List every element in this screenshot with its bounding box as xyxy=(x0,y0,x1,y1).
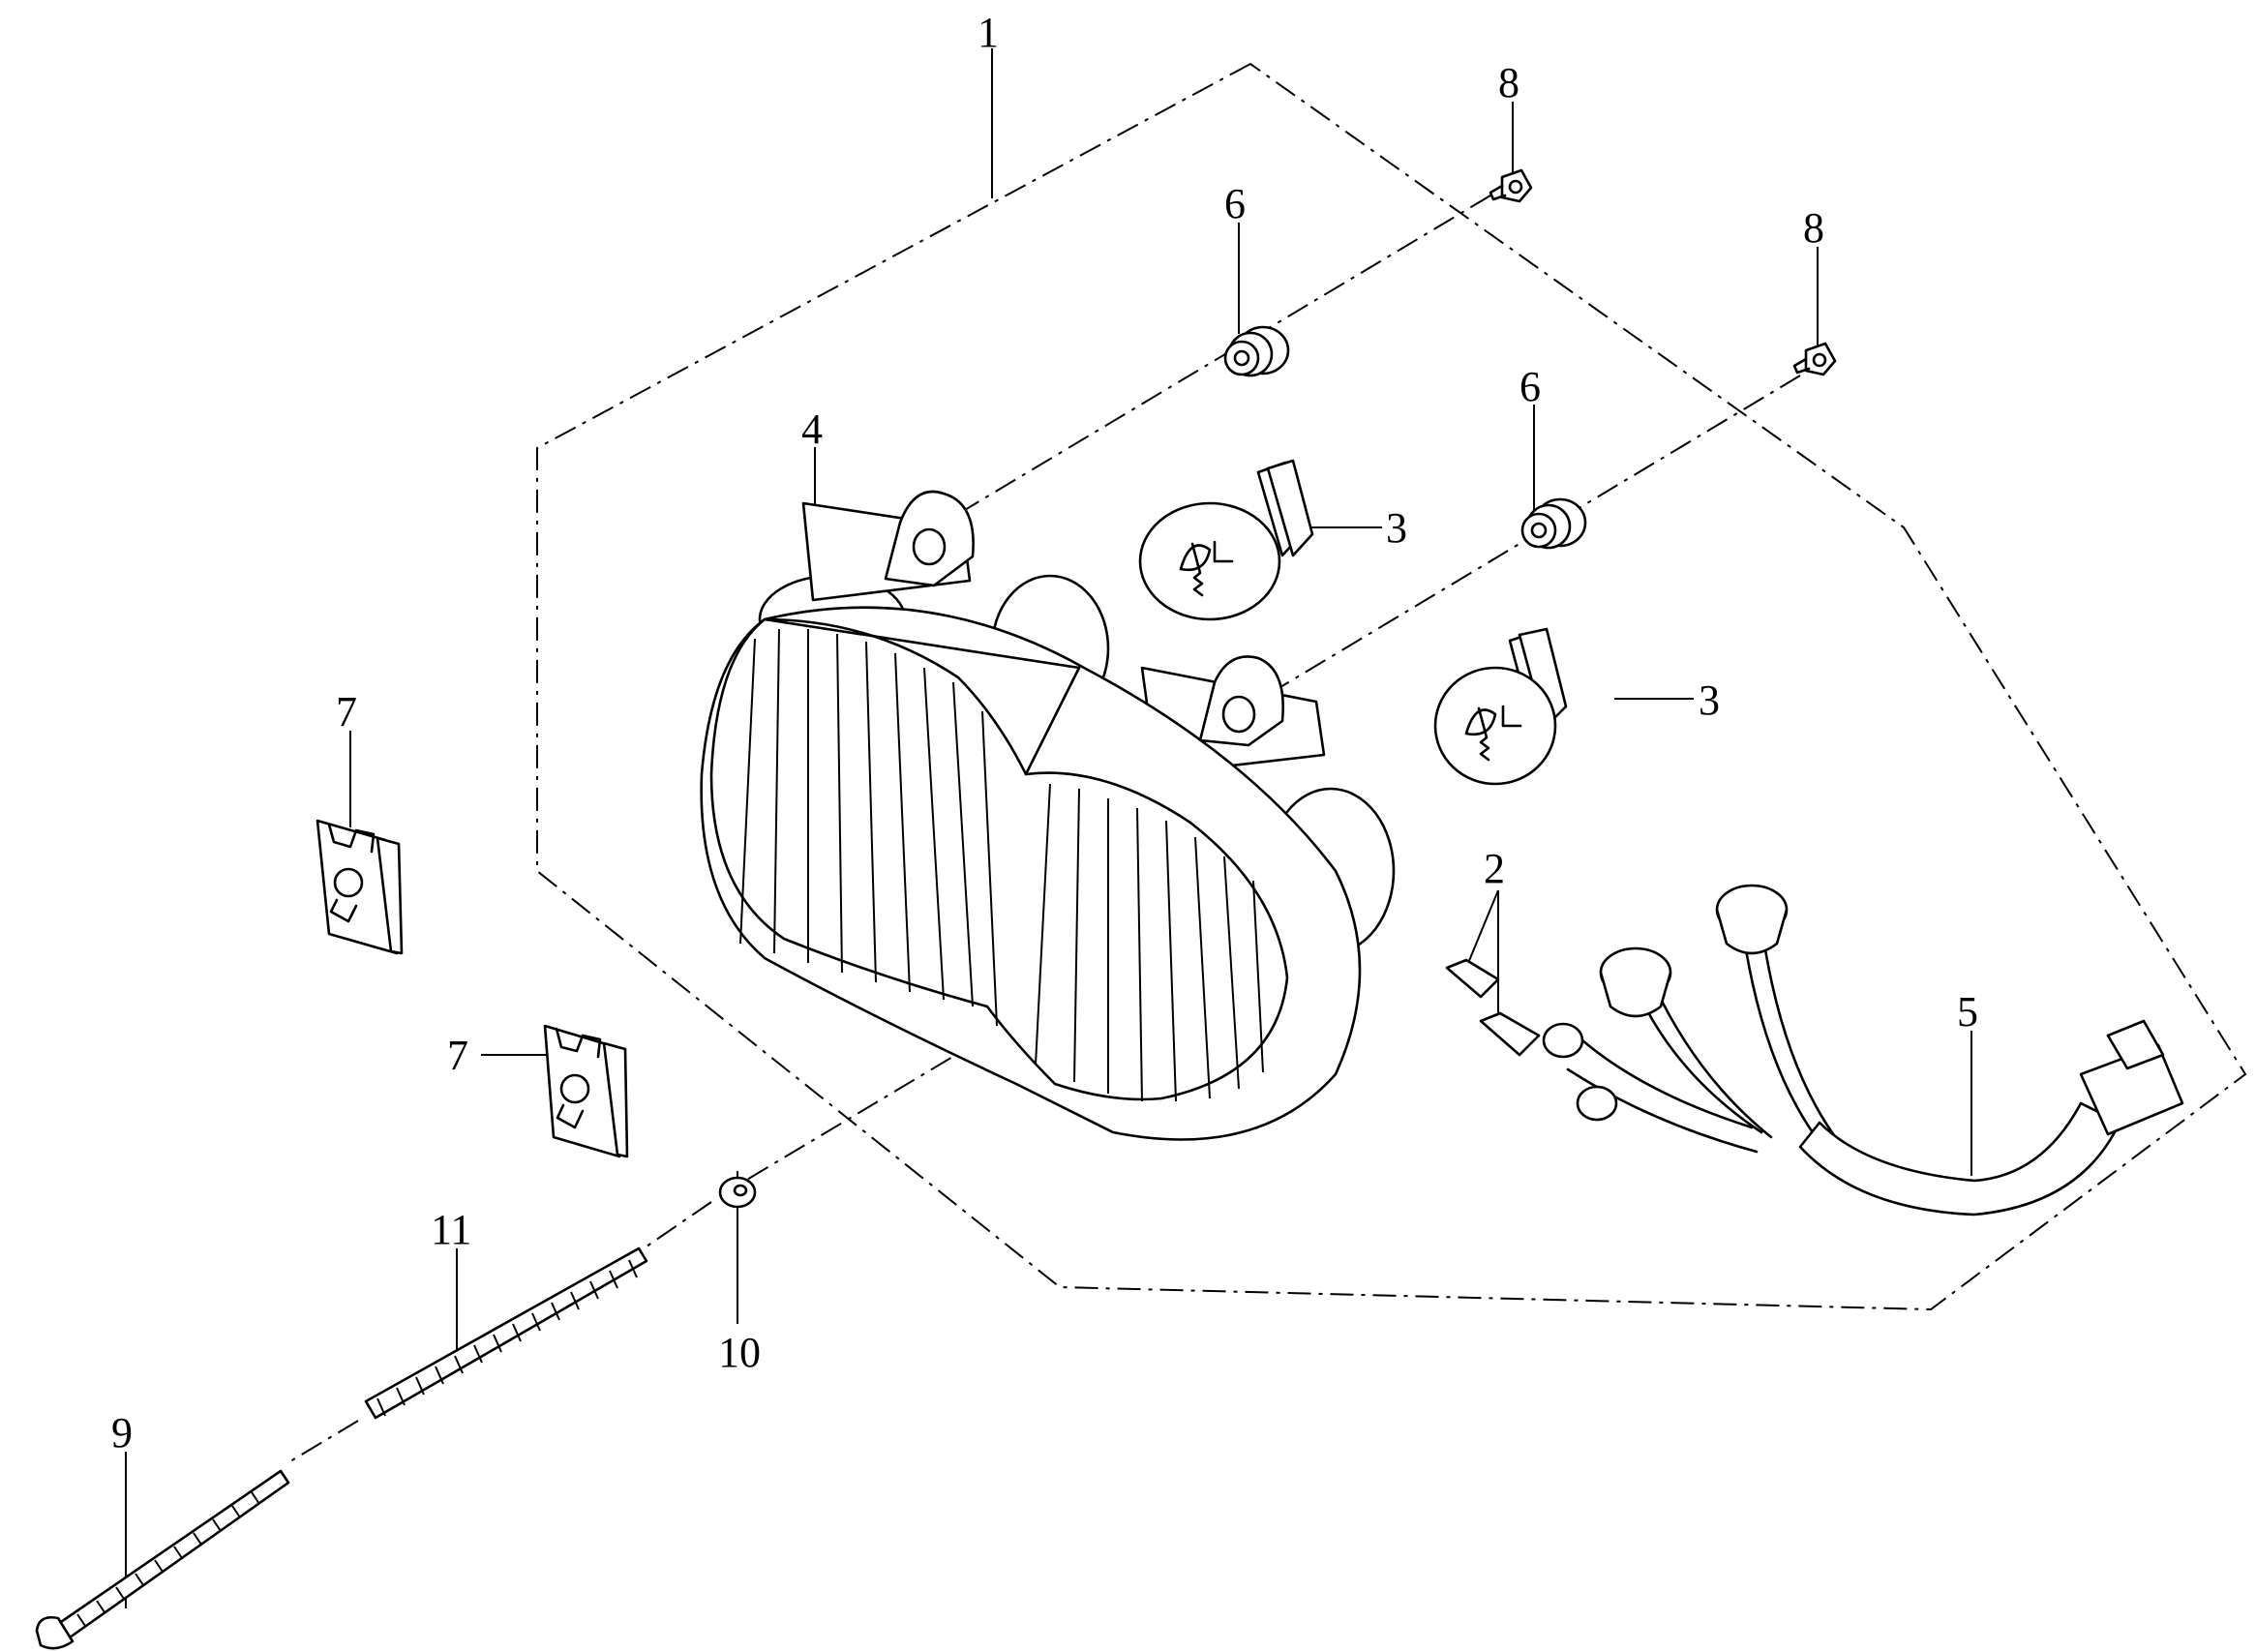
bulb-3-lower xyxy=(1433,627,1568,786)
clip-nut-7-lower xyxy=(543,1024,629,1158)
callout-2: 2 xyxy=(1484,845,1505,892)
callout-7-lower: 7 xyxy=(447,1032,468,1079)
clip-nut-7-upper xyxy=(316,819,404,955)
callout-11: 11 xyxy=(431,1206,471,1253)
grommet-6-upper xyxy=(1223,325,1290,377)
grommet-6-lower xyxy=(1520,497,1587,550)
callout-3-lower: 3 xyxy=(1699,676,1720,724)
headlight-housing-4 xyxy=(700,490,1396,1141)
callout-8-upper: 8 xyxy=(1498,59,1519,106)
bulb-sockets-2 xyxy=(1445,958,1541,1057)
callout-7-upper: 7 xyxy=(336,688,357,736)
callout-3-upper: 3 xyxy=(1386,504,1407,552)
leader-lines xyxy=(125,48,1972,1608)
callout-6-upper: 6 xyxy=(1224,180,1246,227)
callout-8-lower: 8 xyxy=(1803,204,1824,252)
bulb-3-upper xyxy=(1138,459,1314,621)
callout-10: 10 xyxy=(718,1329,761,1376)
washer-10 xyxy=(718,1176,757,1209)
wiring-harness-5 xyxy=(1542,884,2184,1216)
long-screw-9 xyxy=(35,1469,290,1650)
callout-5: 5 xyxy=(1957,988,1978,1036)
screw-8-upper xyxy=(1489,168,1533,203)
callout-labels: 1 2 3 3 4 5 6 6 7 7 8 8 9 10 11 xyxy=(111,9,1978,1457)
screw-8-lower xyxy=(1792,342,1837,376)
callout-9: 9 xyxy=(111,1409,133,1457)
spring-11 xyxy=(364,1247,648,1420)
callout-4: 4 xyxy=(801,405,823,453)
callout-1: 1 xyxy=(978,9,999,56)
callout-6-lower: 6 xyxy=(1519,363,1541,410)
